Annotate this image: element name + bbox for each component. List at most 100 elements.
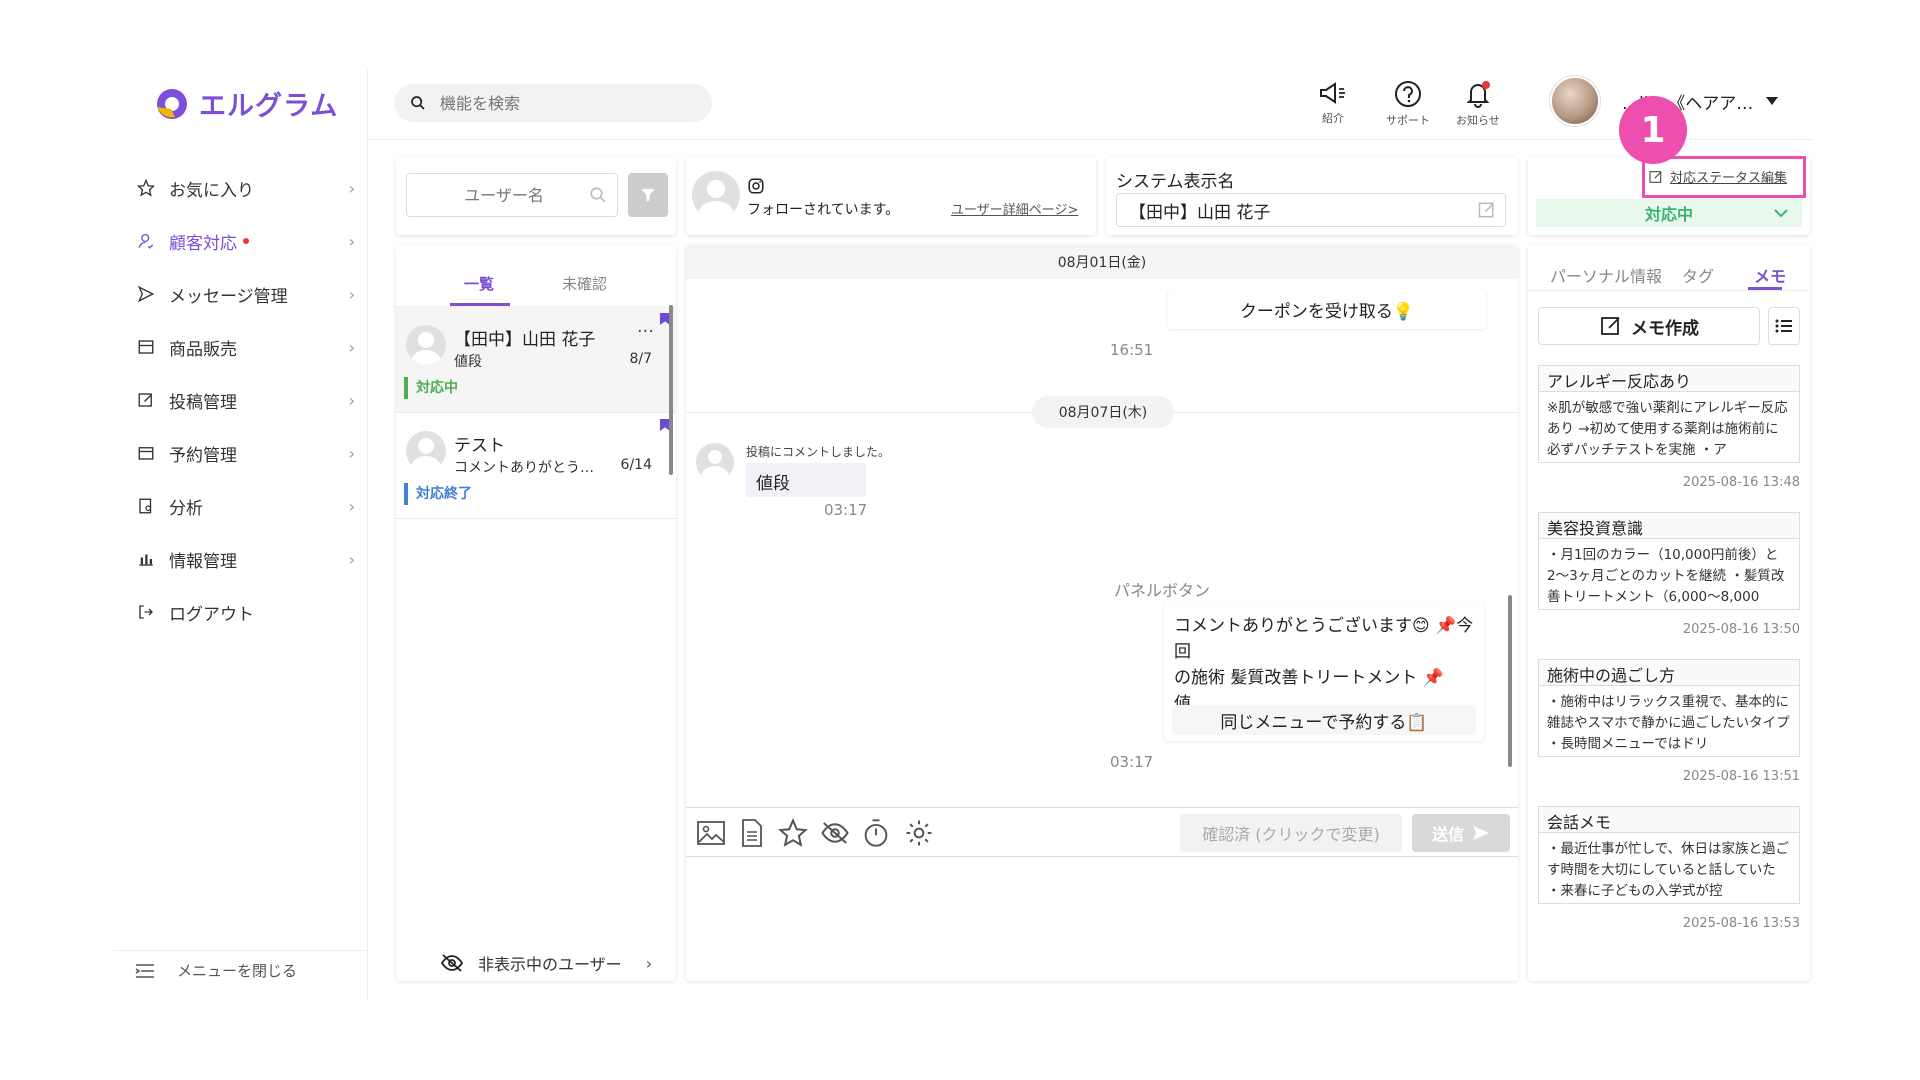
logo-icon [157,88,187,119]
step-number: 1 [1640,109,1666,151]
sidebar-item-favorites[interactable]: お気に入り › [135,168,355,208]
memo-card[interactable]: 美容投資意識 ・月1回のカラー（10,000円前後）と2〜3ヶ月ごとのカットを継… [1538,512,1800,637]
list-view-button[interactable] [1768,307,1800,345]
conversation-item[interactable]: テスト コメントありがとう… 6/14 対応終了 [396,413,676,519]
memo-timestamp: 2025-08-16 13:51 [1682,769,1800,784]
message-textarea[interactable] [686,858,1518,978]
feature-search[interactable] [394,84,712,122]
edit-status-label: 対応ステータス編集 [1670,171,1788,186]
send-button-label: 送信 [1431,825,1464,844]
support-label: サポート [1386,114,1430,127]
gear-icon [906,820,932,846]
bookmark-icon [660,313,670,325]
coupon-button[interactable]: クーポンを受け取る💡 [1168,289,1486,329]
user-search-field[interactable] [406,173,618,217]
filter-icon [641,189,655,202]
conversation-date: 8/7 [629,351,652,367]
image-icon [697,821,725,845]
sidebar-item-messages[interactable]: メッセージ管理 › [135,274,355,314]
sidebar-item-label: お気に入り [169,180,254,201]
send-button[interactable]: 送信 [1412,814,1510,852]
user-search-input[interactable] [419,185,589,205]
send-icon [135,283,157,305]
conversation-preview: コメントありがとう… [454,460,594,476]
date-header: 08月01日(金) [686,245,1518,279]
hidden-users-button[interactable]: 非表示中のユーザー › [440,951,652,975]
composer-toolbar: 確認済 (クリックで変更) 送信 [686,807,1518,857]
chevron-right-icon: › [348,549,355,569]
list-icon [1775,319,1792,333]
memo-card[interactable]: 施術中の過ごし方 ・施術中はリラックス重視で、基本的に雑誌やスマホで静かに過ごし… [1538,659,1800,784]
chart-icon [135,548,157,570]
sidebar-item-label: 予約管理 [169,445,237,466]
conversation-item[interactable]: 【田中】山田 花子 ··· 値段 8/7 対応中 [396,307,676,413]
memo-body: ・最近仕事が忙しで、休日は家族と過ごす時間を大切にしていると話していた ・来春に… [1538,832,1800,904]
filter-button[interactable] [628,173,668,217]
notifications-button[interactable]: お知らせ [1456,80,1500,128]
sidebar-item-label: 顧客対応 [169,233,237,254]
conversation-name: 【田中】山田 花子 [454,330,596,350]
star-icon [135,177,157,199]
sidebar-item-customer[interactable]: 顧客対応 › [135,221,355,261]
divider [1528,290,1810,291]
memo-panel: パーソナル情報 タグ メモ メモ作成 アレルギー反応あり ※肌が敏感で強い薬剤に… [1528,245,1810,981]
send-icon [1473,826,1489,840]
tab-all[interactable]: 一覧 [464,275,495,293]
user-search-panel [396,157,676,235]
system-name-label: システム表示名 [1116,172,1235,192]
intro-button[interactable]: 紹介 [1318,80,1348,126]
sidebar-item-info[interactable]: 情報管理 › [135,539,355,579]
confirm-toggle-button[interactable]: 確認済 (クリックで変更) [1180,814,1402,852]
reserve-button[interactable]: 同じメニューで予約する📋 [1172,705,1476,735]
comment-bubble: 値段 [746,463,866,497]
edit-status-link[interactable]: 対応ステータス編集 [1648,167,1787,186]
star-icon [778,818,808,847]
tab-personal-info[interactable]: パーソナル情報 [1550,267,1663,286]
memo-title: 会話メモ [1538,806,1800,832]
system-name-value: 【田中】山田 花子 [1129,202,1271,223]
chevron-right-icon: › [348,231,355,251]
more-icon[interactable]: ··· [636,321,654,342]
memo-card[interactable]: アレルギー反応あり ※肌が敏感で強い薬剤にアレルギー反応あり →初めて使用する薬… [1538,365,1800,490]
calendar-icon [135,442,157,464]
memo-title: 施術中の過ごし方 [1538,659,1800,685]
tab-tags[interactable]: タグ [1682,267,1715,286]
sidebar-item-sales[interactable]: 商品販売 › [135,327,355,367]
conversation-preview: 値段 [454,354,482,370]
memo-body: ※肌が敏感で強い薬剤にアレルギー反応あり →初めて使用する薬剤は施術前に必ずパッ… [1538,391,1800,463]
search-input[interactable] [440,93,680,113]
tab-unconfirmed[interactable]: 未確認 [562,275,608,293]
system-name-field[interactable]: 【田中】山田 花子 [1116,193,1506,227]
chevron-right-icon: › [348,390,355,410]
support-button[interactable]: サポート [1386,80,1430,128]
scrollbar[interactable] [669,305,673,475]
user-detail-link[interactable]: ユーザー詳細ページ> [951,203,1079,218]
collapse-menu-button[interactable]: メニューを閉じる [135,960,297,981]
memo-card[interactable]: 会話メモ ・最近仕事が忙しで、休日は家族と過ごす時間を大切にしていると話していた… [1538,806,1800,931]
confirm-button-label: 確認済 (クリックで変更) [1202,825,1380,844]
create-memo-button[interactable]: メモ作成 [1538,307,1760,345]
sidebar-item-analysis[interactable]: 分析 › [135,486,355,526]
status-select[interactable]: 対応中 [1536,199,1802,227]
memo-body: ・月1回のカラー（10,000円前後）と2〜3ヶ月ごとのカットを継続 ・髪質改善… [1538,538,1800,610]
sidebar-item-logout[interactable]: ログアウト [135,592,355,632]
instagram-icon [748,178,764,194]
message-time: 16:51 [1110,341,1154,359]
sidebar-item-posts[interactable]: 投稿管理 › [135,380,355,420]
status-value: 対応中 [1644,205,1693,224]
conversation-date: 6/14 [620,457,652,473]
highlight-box [1642,156,1806,198]
status-badge: 対応終了 [404,483,472,505]
divider [113,950,368,951]
menu-collapse-icon [135,963,154,978]
shop-icon [135,336,157,358]
system-name-panel: システム表示名 【田中】山田 花子 [1106,157,1518,235]
edit-icon [1649,170,1662,183]
search-icon [411,96,425,110]
scrollbar[interactable] [1508,595,1512,767]
notice-label: お知らせ [1456,114,1500,127]
comment-caption: 投稿にコメントしました。 [746,445,891,459]
tab-memo[interactable]: メモ [1754,267,1787,286]
memo-title: 美容投資意識 [1538,512,1800,538]
sidebar-item-reservations[interactable]: 予約管理 › [135,433,355,473]
